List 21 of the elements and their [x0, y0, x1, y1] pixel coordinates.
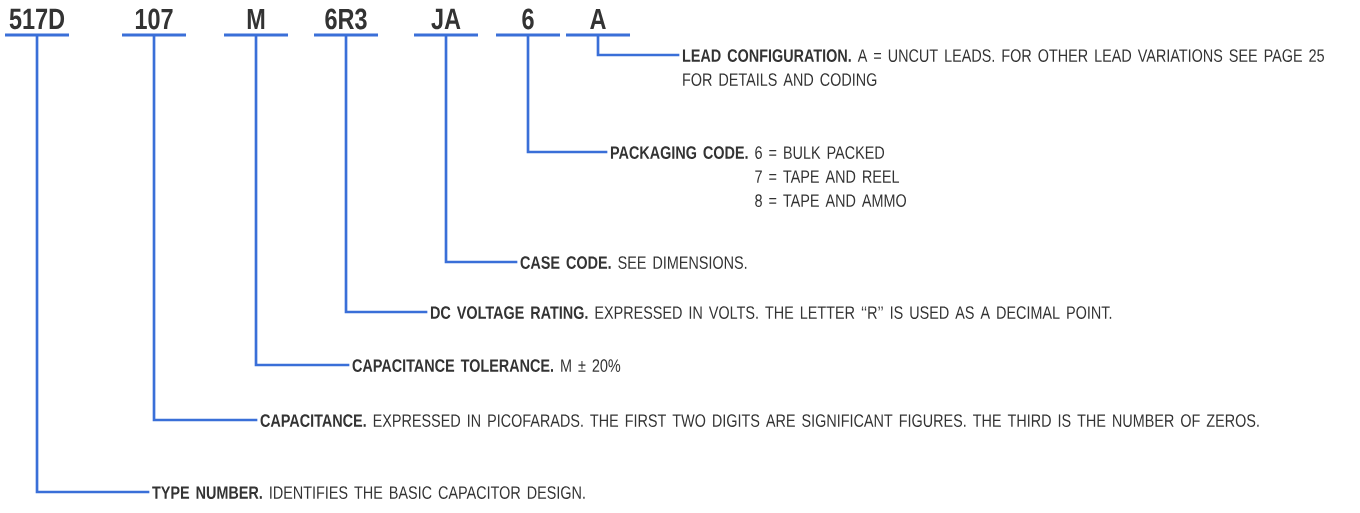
description-text: CAPACITANCE TOLERANCE. M ± 20%	[352, 359, 621, 372]
description-text: CAPACITANCE. EXPRESSED IN PICOFARADS. THE FIRST TWO DIGITS ARE SIGNIFICANT FIGURES. THE THIRD IS THE NUMBER OF ZEROS.	[260, 414, 1259, 427]
leader-line	[35, 35, 150, 494]
leader-line	[526, 35, 608, 154]
code-segment: JA	[414, 8, 478, 37]
leader-line	[254, 35, 350, 367]
code-segment: 517D	[5, 8, 69, 37]
description-text: LEAD CONFIGURATION. A = UNCUT LEADS. FOR OTHER LEAD VARIATIONS SEE PAGE 25 FOR DETAILS AND CODING	[682, 49, 1324, 86]
description-text: TYPE NUMBER. IDENTIFIES THE BASIC CAPACITOR DESIGN.	[152, 486, 585, 499]
description-text: CASE CODE. SEE DIMENSIONS.	[520, 256, 747, 269]
code-segment: 107	[122, 8, 186, 37]
description-text: PACKAGING CODE. 6 = BULK PACKED 7 = TAPE AND REEL 8 = TAPE AND AMMO	[610, 146, 906, 207]
leader-line	[444, 35, 518, 264]
description-text: DC VOLTAGE RATING. EXPRESSED IN VOLTS. THE LETTER ‘‘R’’ IS USED AS A DECIMAL POINT.	[430, 306, 1112, 319]
code-segment: M	[224, 8, 288, 37]
leader-line	[152, 35, 258, 422]
code-segment: A	[566, 8, 630, 37]
code-segment: 6R3	[314, 8, 378, 37]
leader-line	[344, 35, 428, 314]
code-segment: 6	[496, 8, 560, 37]
leader-line	[596, 35, 680, 57]
